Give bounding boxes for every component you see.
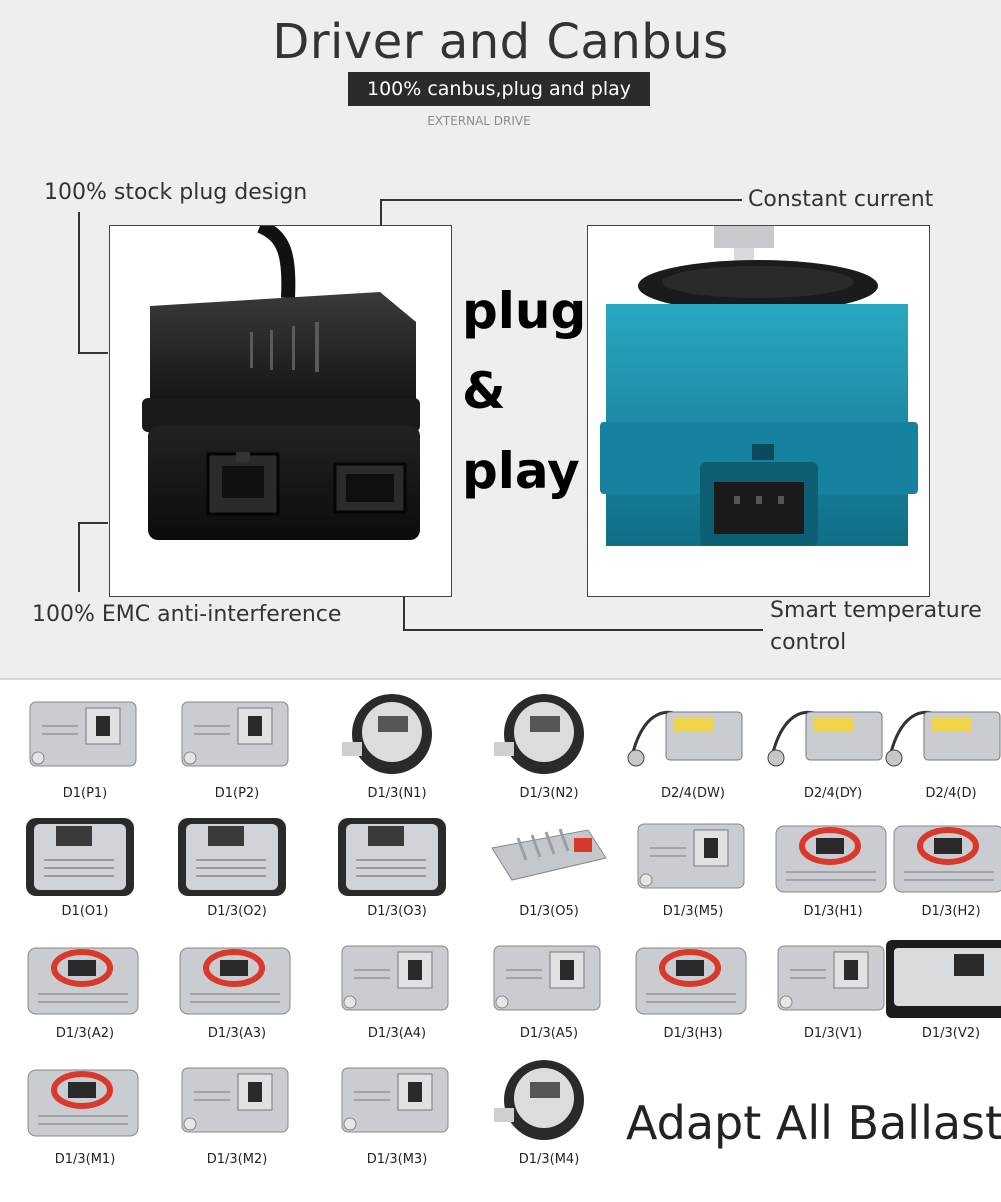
ballast-icon bbox=[341, 945, 449, 1011]
ballast-item: D1/3(M2) bbox=[166, 1052, 308, 1172]
ballast-icon bbox=[181, 1067, 289, 1133]
leader-line bbox=[380, 199, 382, 225]
ballast-label: D1/3(V2) bbox=[921, 1026, 981, 1041]
ballast-item: D1/3(O5) bbox=[478, 808, 620, 928]
ballast-item: D1(P1) bbox=[14, 686, 156, 806]
leader-line bbox=[78, 352, 108, 354]
ballast-icon bbox=[637, 823, 745, 889]
blue-bulb-photo bbox=[587, 225, 930, 597]
ballast-label: D1/3(N2) bbox=[519, 786, 579, 801]
ballast-label: D1/3(O5) bbox=[519, 904, 579, 919]
ballast-icon bbox=[179, 947, 291, 1015]
ballast-icon bbox=[493, 945, 601, 1011]
ballast-icon bbox=[26, 818, 134, 896]
ballast-icon bbox=[338, 818, 446, 896]
ballast-item: D1/3(M4) bbox=[478, 1052, 620, 1172]
ballast-icon bbox=[494, 694, 584, 774]
ballast-icon bbox=[181, 701, 289, 767]
callout-stock-plug: 100% stock plug design bbox=[44, 180, 308, 205]
ballast-item: D1/3(H3) bbox=[622, 930, 764, 1050]
ballast-item: D1/3(N2) bbox=[478, 686, 620, 806]
ballast-label: D1(P1) bbox=[62, 786, 108, 801]
callout-smart-temp-2: control bbox=[770, 630, 847, 655]
leader-line bbox=[403, 629, 763, 631]
ballast-label: D1/3(O3) bbox=[367, 904, 427, 919]
ballast-item: D2/4(D) bbox=[880, 686, 1001, 806]
ballast-item: D1/3(A4) bbox=[326, 930, 468, 1050]
ballast-item: D1/3(M5) bbox=[622, 808, 764, 928]
ballast-icon bbox=[29, 701, 137, 767]
ballast-label: D1/3(M5) bbox=[662, 904, 724, 919]
ballast-label: D1/3(A2) bbox=[55, 1026, 115, 1041]
ballast-item: D1/3(V2) bbox=[880, 930, 1001, 1050]
ballast-icon bbox=[777, 945, 885, 1011]
ballast-item: D1/3(N1) bbox=[326, 686, 468, 806]
ballast-icon bbox=[635, 947, 747, 1015]
adapt-all-ballast-text: Adapt All Ballast bbox=[626, 1096, 1001, 1150]
driver-canbus-section: Driver and Canbus 100% canbus,plug and p… bbox=[0, 0, 1001, 678]
ballast-label: D1/3(H1) bbox=[803, 904, 863, 919]
ballast-label: D1/3(A5) bbox=[519, 1026, 579, 1041]
ballast-label: D1/3(O2) bbox=[207, 904, 267, 919]
leader-line bbox=[78, 522, 108, 524]
ballast-label: D2/4(DW) bbox=[661, 786, 725, 801]
ballast-item: D2/4(DW) bbox=[622, 686, 764, 806]
leader-line bbox=[403, 597, 405, 631]
ballast-item: D2/4(DY) bbox=[762, 686, 904, 806]
ballast-item: D1/3(V1) bbox=[762, 930, 904, 1050]
ballast-item: D1/3(A5) bbox=[478, 930, 620, 1050]
ballast-icon bbox=[627, 710, 743, 767]
ballast-label: D1/3(H2) bbox=[921, 904, 981, 919]
ballast-label: D1/3(N1) bbox=[367, 786, 427, 801]
ballast-item: D1/3(H1) bbox=[762, 808, 904, 928]
plug-text: plug bbox=[462, 282, 587, 340]
driver-box-photo bbox=[109, 225, 452, 597]
ballast-icon bbox=[27, 947, 139, 1015]
leader-line bbox=[78, 522, 80, 592]
ballast-icon bbox=[494, 1060, 584, 1140]
ballast-label: D2/4(D) bbox=[925, 786, 977, 801]
ballast-label: D1/3(A4) bbox=[367, 1026, 427, 1041]
ballast-icon bbox=[885, 710, 1001, 767]
ballast-label: D1/3(M3) bbox=[366, 1152, 428, 1167]
ballast-item: D1/3(A3) bbox=[166, 930, 308, 1050]
ballast-label: D1/3(H3) bbox=[663, 1026, 723, 1041]
leader-line bbox=[380, 199, 742, 201]
play-text: play bbox=[462, 442, 580, 500]
ballast-label: D1/3(A3) bbox=[207, 1026, 267, 1041]
ballast-item: D1/3(M3) bbox=[326, 1052, 468, 1172]
callout-smart-temp-1: Smart temperature bbox=[770, 598, 982, 623]
subtitle-banner: 100% canbus,plug and play bbox=[348, 72, 650, 106]
ballast-icon bbox=[341, 1067, 449, 1133]
ampersand-text: & bbox=[462, 362, 506, 420]
ballast-label: D2/4(DY) bbox=[803, 786, 863, 801]
ballast-icon bbox=[886, 940, 1001, 1018]
ballast-icon bbox=[893, 825, 1001, 893]
ballast-label: D1/3(M2) bbox=[206, 1152, 268, 1167]
ballast-label: D1/3(M4) bbox=[518, 1152, 580, 1167]
ballast-label: D1/3(V1) bbox=[803, 1026, 863, 1041]
ballast-icon bbox=[27, 1069, 139, 1137]
ballast-item: D1/3(A2) bbox=[14, 930, 156, 1050]
ballast-item: D1/3(H2) bbox=[880, 808, 1001, 928]
callout-emc: 100% EMC anti-interference bbox=[32, 602, 342, 627]
external-drive-caption: EXTERNAL DRIVE bbox=[427, 114, 531, 128]
ballast-item: D1/3(O2) bbox=[166, 808, 308, 928]
ballast-item: D1/3(M1) bbox=[14, 1052, 156, 1172]
page-title: Driver and Canbus bbox=[272, 14, 729, 70]
ballast-icon bbox=[491, 828, 607, 881]
ballast-icon bbox=[178, 818, 286, 896]
leader-line bbox=[78, 212, 80, 354]
ballast-label: D1(O1) bbox=[61, 904, 109, 919]
ballast-icon bbox=[342, 694, 432, 774]
ballast-item: D1(O1) bbox=[14, 808, 156, 928]
callout-constant-current: Constant current bbox=[748, 187, 934, 212]
ballast-item: D1(P2) bbox=[166, 686, 308, 806]
ballast-label: D1(P2) bbox=[214, 786, 260, 801]
ballast-label: D1/3(M1) bbox=[54, 1152, 116, 1167]
ballast-icon bbox=[767, 710, 883, 767]
ballast-icon bbox=[775, 825, 887, 893]
ballast-item: D1/3(O3) bbox=[326, 808, 468, 928]
